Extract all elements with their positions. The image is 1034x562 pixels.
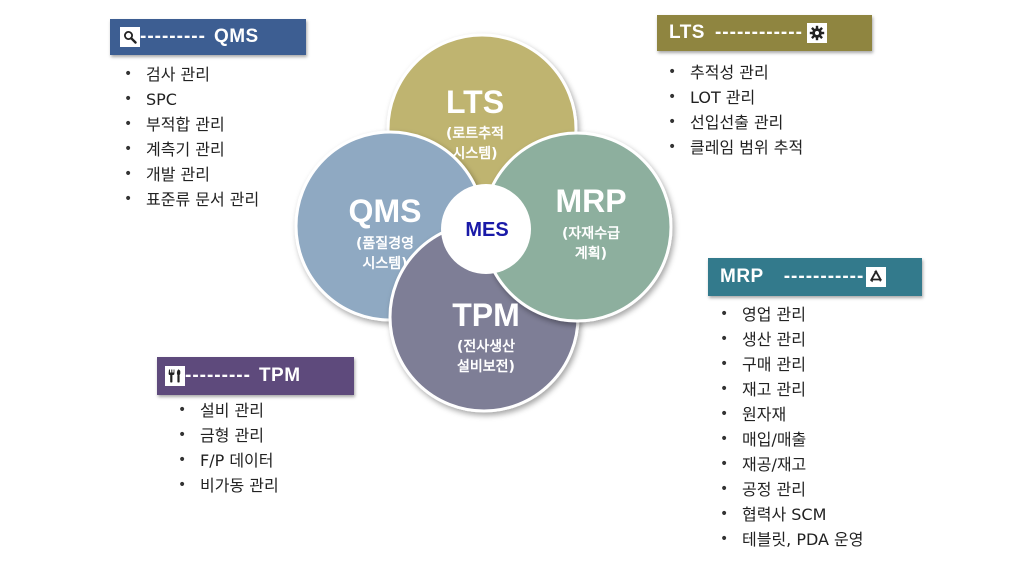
qms-circle-sub2: 시스템): [362, 255, 407, 272]
mrp-header-dashes: -----------: [783, 266, 865, 287]
list-item: 검사 관리: [124, 62, 259, 87]
recycle-icon: [866, 267, 887, 287]
list-item: 금형 관리: [178, 423, 279, 448]
lts-circle-title: LTS: [446, 84, 504, 120]
mrp-header: MRP -----------: [708, 258, 922, 296]
list-item: 비가동 관리: [178, 473, 279, 498]
tpm-header-dashes: ---------: [185, 365, 251, 386]
list-item: 매입/매출: [720, 427, 864, 452]
mrp-circle-title: MRP: [555, 183, 626, 219]
qms-circle-sub1: (품질경영: [356, 235, 414, 252]
list-item: 구매 관리: [720, 352, 864, 377]
list-item: 추적성 관리: [668, 60, 803, 85]
mrp-circle-sub2: 계획): [575, 245, 607, 262]
list-item: SPC: [124, 87, 259, 112]
list-item: F/P 데이터: [178, 448, 279, 473]
lts-header-dashes: ------------: [714, 22, 803, 43]
list-item: 부적합 관리: [124, 112, 259, 137]
qms-circle-title: QMS: [349, 193, 422, 229]
mrp-header-title: MRP: [720, 266, 764, 287]
tpm-circle-title: TPM: [452, 297, 520, 333]
gear-icon: [806, 23, 827, 43]
tpm-circle-sub2: 설비보전): [457, 358, 515, 375]
mes-center-circle: [441, 184, 531, 274]
lts-circle-sub2: 시스템): [452, 145, 497, 162]
list-item: 개발 관리: [124, 162, 259, 187]
qms-list: 검사 관리 SPC 부적합 관리 계측기 관리 개발 관리 표준류 문서 관리: [124, 62, 259, 212]
lts-circle-sub1: (로트추적: [446, 125, 504, 142]
tools-icon: [165, 366, 185, 386]
mrp-circle-sub1: (자재수급: [562, 226, 620, 242]
list-item: LOT 관리: [668, 85, 803, 110]
tpm-circle-sub1: (전사생산: [457, 338, 515, 355]
list-item: 클레임 범위 추적: [668, 135, 803, 160]
list-item: 공정 관리: [720, 477, 864, 502]
list-item: 재고 관리: [720, 377, 864, 402]
qms-header-dashes: ---------: [140, 26, 206, 47]
list-item: 재공/재고: [720, 452, 864, 477]
list-item: 테블릿, PDA 운영: [720, 527, 864, 552]
tpm-list: 설비 관리 금형 관리 F/P 데이터 비가동 관리: [178, 398, 279, 498]
list-item: 협력사 SCM: [720, 502, 864, 527]
tpm-header: --------- TPM: [157, 357, 354, 395]
mes-center-label: MES: [465, 219, 508, 241]
lts-list: 추적성 관리 LOT 관리 선입선출 관리 클레임 범위 추적: [668, 60, 803, 160]
list-item: 선입선출 관리: [668, 110, 803, 135]
search-icon: [120, 27, 140, 47]
list-item: 영업 관리: [720, 302, 864, 327]
mrp-list: 영업 관리 생산 관리 구매 관리 재고 관리 원자재 매입/매출 재공/재고 …: [720, 302, 864, 552]
qms-header: --------- QMS: [110, 19, 306, 55]
list-item: 설비 관리: [178, 398, 279, 423]
lts-header-title: LTS: [669, 22, 705, 43]
list-item: 계측기 관리: [124, 137, 259, 162]
lts-header: LTS ------------: [657, 15, 872, 51]
qms-header-title: QMS: [213, 26, 259, 47]
list-item: 표준류 문서 관리: [124, 187, 259, 212]
list-item: 생산 관리: [720, 327, 864, 352]
tpm-header-title: TPM: [258, 365, 301, 386]
list-item: 원자재: [720, 402, 864, 427]
